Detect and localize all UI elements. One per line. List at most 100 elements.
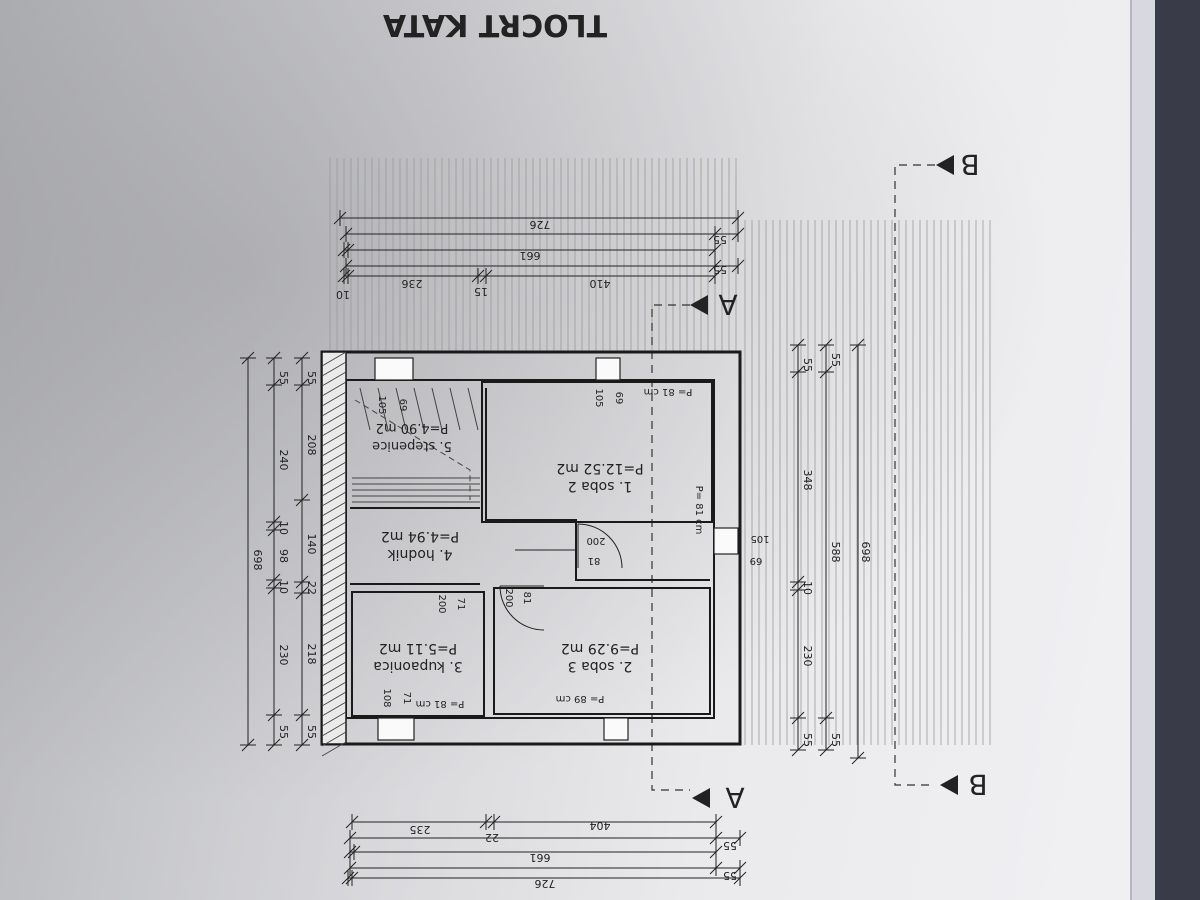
interior-walls: [350, 381, 713, 717]
svg-text:22: 22: [305, 581, 318, 595]
svg-text:69: 69: [613, 392, 624, 405]
svg-text:410: 410: [590, 277, 611, 290]
svg-text:218: 218: [305, 644, 318, 665]
svg-text:2. soba 3: 2. soba 3: [568, 658, 633, 674]
window-label-soba-2-top: P= 81 cm: [644, 386, 693, 397]
svg-text:55: 55: [277, 725, 290, 739]
dims-right-outer: 698: [859, 542, 872, 563]
svg-text:P=4.90 m2: P=4.90 m2: [376, 420, 449, 435]
svg-text:55: 55: [713, 263, 727, 276]
dims-top: 726 55 661 55 10 236 15 410: [336, 218, 727, 301]
dims-right-mid: 55 588 55: [829, 353, 842, 747]
svg-text:235: 235: [410, 823, 431, 836]
room-label-stepenice: 5. stepenice P=4.90 m2: [372, 420, 452, 453]
svg-text:698: 698: [251, 550, 264, 571]
svg-text:200: 200: [586, 535, 605, 546]
room-label-soba-2: 1. soba 2 P=12.52 m2: [556, 460, 643, 494]
svg-text:55: 55: [305, 371, 318, 385]
svg-text:404: 404: [590, 819, 611, 832]
dims-right: 55 348 10 230 55: [801, 358, 814, 747]
roof-hatch-right: [744, 220, 991, 745]
svg-text:15: 15: [474, 285, 488, 298]
party-wall-hatch: [321, 351, 347, 757]
window-label-soba-2-side: P= 81 cm: [693, 486, 704, 535]
svg-text:P= 81 cm: P= 81 cm: [693, 486, 704, 535]
section-marker-a-bottom: A: [692, 781, 745, 814]
svg-text:55: 55: [801, 358, 814, 372]
svg-text:69: 69: [397, 399, 408, 412]
svg-text:348: 348: [801, 470, 814, 491]
svg-text:55: 55: [277, 371, 290, 385]
svg-text:230: 230: [801, 646, 814, 667]
svg-text:4. hodnik: 4. hodnik: [387, 546, 453, 562]
room-label-kupaonica: 3. kupaonica P=5.11 m2: [373, 640, 462, 674]
svg-text:P=12.52 m2: P=12.52 m2: [556, 460, 643, 476]
svg-text:236: 236: [402, 277, 423, 290]
svg-text:55: 55: [305, 725, 318, 739]
svg-text:P=4.94 m2: P=4.94 m2: [381, 528, 459, 544]
svg-text:10: 10: [801, 581, 814, 595]
desk-edge: [1155, 0, 1200, 900]
svg-text:55: 55: [829, 353, 842, 367]
svg-text:726: 726: [530, 218, 551, 231]
svg-text:200: 200: [503, 588, 514, 607]
svg-text:55: 55: [713, 233, 727, 246]
svg-text:55: 55: [723, 839, 737, 852]
svg-text:661: 661: [530, 851, 551, 864]
svg-text:81: 81: [588, 555, 601, 566]
svg-text:71: 71: [455, 598, 466, 611]
stair-treads: [352, 387, 480, 503]
svg-text:69: 69: [750, 555, 763, 566]
dims-left-inner: 55 208 140 22 218 55: [305, 371, 318, 739]
svg-text:22: 22: [485, 831, 499, 844]
svg-text:55: 55: [723, 869, 737, 882]
paper-sheet: [0, 0, 1130, 900]
svg-text:140: 140: [305, 534, 318, 555]
door-swings: [499, 523, 623, 631]
svg-text:55: 55: [801, 733, 814, 747]
svg-text:5. stepenice: 5. stepenice: [372, 438, 452, 453]
dims-left: 55 240 10 98 10 230 55: [277, 371, 290, 739]
svg-text:726: 726: [535, 877, 556, 890]
svg-text:208: 208: [305, 435, 318, 456]
svg-text:P= 81 cm: P= 81 cm: [644, 386, 693, 397]
svg-text:10: 10: [277, 580, 290, 594]
svg-text:98: 98: [277, 549, 290, 563]
svg-text:105: 105: [376, 395, 387, 414]
plan-title: TLOCRT KATA: [382, 7, 607, 42]
svg-text:105: 105: [593, 388, 604, 407]
svg-text:240: 240: [277, 450, 290, 471]
svg-text:81: 81: [521, 592, 532, 605]
svg-text:P=5.11 m2: P=5.11 m2: [379, 640, 457, 656]
svg-text:588: 588: [829, 542, 842, 563]
window-label-soba-3: P= 89 cm: [556, 693, 605, 704]
dimension-chains: [240, 210, 866, 886]
svg-text:108: 108: [381, 688, 392, 707]
window-label-kupaonica: P= 81 cm: [416, 698, 465, 709]
svg-text:1. soba 2: 1. soba 2: [568, 478, 633, 494]
roof-hatch-top: [329, 158, 737, 352]
svg-text:10: 10: [336, 288, 350, 301]
svg-text:10: 10: [277, 521, 290, 535]
windows: [374, 357, 739, 741]
section-line-b: [894, 164, 935, 786]
section-marker-b-bottom: B: [940, 768, 988, 801]
svg-text:105: 105: [750, 533, 769, 544]
svg-text:71: 71: [401, 692, 412, 705]
svg-text:3. kupaonica: 3. kupaonica: [373, 658, 462, 674]
opening-dims: 105 69 105 69 108 71 105 69 200 71 200 8…: [376, 388, 770, 707]
svg-text:200: 200: [436, 594, 447, 613]
room-label-hodnik: 4. hodnik P=4.94 m2: [381, 528, 459, 562]
svg-text:698: 698: [859, 542, 872, 563]
svg-text:P=9.29 m2: P=9.29 m2: [561, 640, 639, 656]
svg-text:P= 89 cm: P= 89 cm: [556, 693, 605, 704]
room-label-soba-3: 2. soba 3 P=9.29 m2: [561, 640, 639, 674]
section-marker-a-top: A: [690, 288, 738, 321]
section-marker-b-top: B: [936, 148, 980, 181]
svg-text:B: B: [960, 148, 979, 181]
dims-bottom: 726 55 661 55 404 22 235: [410, 819, 738, 890]
svg-text:P= 81 cm: P= 81 cm: [416, 698, 465, 709]
dims-left-outer: 698: [251, 550, 264, 571]
svg-text:A: A: [725, 781, 744, 814]
